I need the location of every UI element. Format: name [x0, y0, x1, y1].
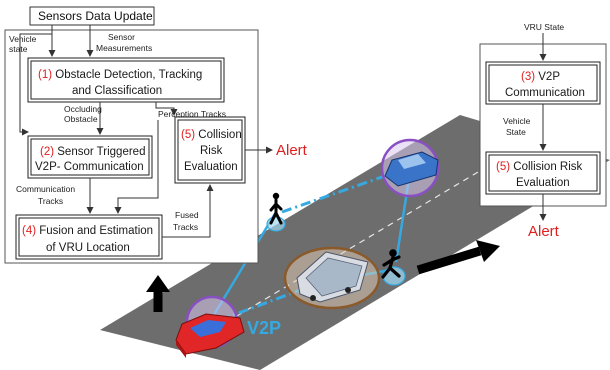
left-panel: Vehicle state Sensor Measurements (1) Ob… [4, 25, 273, 264]
alert-right: Alert [528, 223, 560, 240]
bus [283, 246, 381, 310]
label-vehicle-state-2: state [9, 44, 28, 54]
fusion-line1: (4) Fusion and Estimation [22, 225, 153, 237]
label-occluding-1: Occluding [64, 104, 102, 114]
label-sensor-measurements-1: Sensor [108, 32, 135, 42]
label-right-vehicle-state-2: State [506, 127, 526, 137]
v2p-label: V2P [247, 318, 281, 338]
label-fused-tracks-1: Fused [175, 210, 199, 220]
pedestrian-running [381, 249, 406, 286]
label-vru-state: VRU State [524, 22, 564, 32]
label-sensor-measurements-2: Measurements [96, 43, 152, 53]
label-fused-tracks-2: Tracks [173, 222, 198, 232]
road-center-line [179, 137, 536, 351]
collision-risk-left-line2: Risk [200, 145, 223, 157]
label-occluding-2: Obstacle [64, 114, 98, 124]
label-communication-tracks-2: Tracks [38, 196, 63, 206]
red-car [175, 295, 245, 358]
v2p-communication-line2: Communication [505, 87, 585, 99]
blue-car [380, 138, 440, 198]
label-vehicle-state-1: Vehicle [9, 34, 37, 44]
collision-risk-right-line2: Evaluation [516, 177, 570, 189]
right-panel: VRU State (3) V2P Communication Vehicle … [479, 22, 607, 221]
v2p-link-car-bus [219, 280, 323, 322]
collision-risk-right-line1: (5) Collision Risk [496, 161, 583, 173]
alert-left: Alert [276, 142, 308, 159]
obstacle-detection-line2: and Classification [72, 85, 162, 97]
label-communication-tracks-1: Communication [16, 184, 75, 194]
label-right-vehicle-state-1: Vehicle [503, 116, 531, 126]
collision-risk-left-line3: Evaluation [184, 161, 238, 173]
sensor-triggered-line1: (2) Sensor Triggered [40, 146, 145, 158]
collision-risk-left-line1: (5) Collision [181, 129, 242, 141]
sensor-triggered-line2: V2P- Communication [35, 161, 144, 173]
label-perception-tracks: Perception Tracks [158, 109, 226, 119]
v2p-communication-line1: (3) V2P [521, 71, 560, 83]
sensors-data-update-label: Sensors Data Update [38, 9, 153, 23]
pedestrian-walking [266, 192, 286, 232]
fusion-line2: of VRU Location [46, 242, 130, 254]
direction-arrow-up [146, 275, 170, 312]
obstacle-detection-line1: (1) Obstacle Detection, Tracking [38, 69, 202, 81]
direction-arrow-right [416, 240, 500, 275]
sensors-data-update-box [29, 6, 155, 26]
v2p-link-walker-car [281, 168, 403, 214]
